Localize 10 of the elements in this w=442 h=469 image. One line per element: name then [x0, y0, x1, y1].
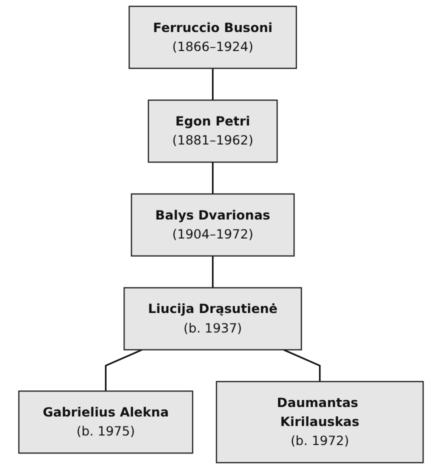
node-box: Egon Petri (1881–1962) — [148, 100, 278, 163]
connector — [212, 68, 214, 100]
connector — [212, 162, 214, 194]
connector — [283, 349, 321, 382]
node-box: Daumantas Kirilauskas (b. 1972) — [216, 380, 424, 464]
node-box: Liucija Drąsutienė (b. 1937) — [124, 287, 302, 350]
connector — [212, 256, 214, 288]
node-box: Gabrielius Alekna (b. 1975) — [18, 390, 194, 454]
node-box: Ferruccio Busoni (1866–1924) — [128, 6, 297, 69]
node-box: Balys Dvarionas (1904–1972) — [130, 193, 295, 257]
